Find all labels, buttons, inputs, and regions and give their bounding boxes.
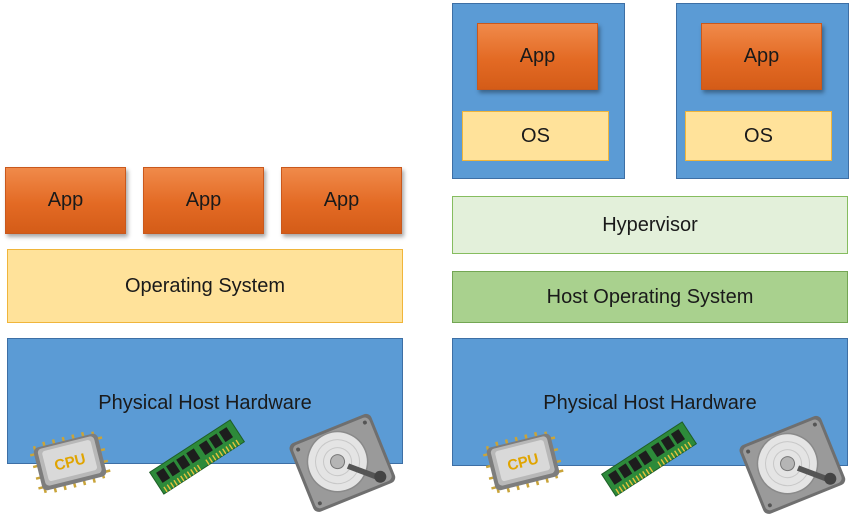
hard-drive-icon [739, 415, 846, 514]
hard-drive-icon [289, 413, 396, 512]
app-label: App [185, 189, 222, 211]
app-label: App [743, 45, 780, 67]
os-label: OS [744, 124, 773, 147]
app-box-left-2: App [143, 167, 264, 234]
app-label: App [47, 189, 84, 211]
host-operating-system-label: Host Operating System [546, 285, 754, 308]
app-label: App [519, 45, 556, 67]
vm-app-box-2: App [701, 23, 822, 90]
operating-system-label: Operating System [124, 274, 286, 297]
vm-os-box-1: OS [462, 111, 609, 161]
vm-app-box-1: App [477, 23, 598, 90]
operating-system-box: Operating System [7, 249, 403, 323]
hypervisor-box: Hypervisor [452, 196, 848, 254]
cpu-chip-icon: CPU [29, 431, 111, 494]
ram-module-icon [600, 421, 698, 497]
physical-hardware-label: Physical Host Hardware [98, 392, 312, 414]
app-box-left-1: App [5, 167, 126, 234]
hypervisor-label: Hypervisor [602, 213, 698, 236]
app-box-left-3: App [281, 167, 402, 234]
cpu-chip-icon: CPU [482, 431, 564, 494]
physical-hardware-label: Physical Host Hardware [543, 392, 757, 414]
ram-module-icon [148, 419, 246, 495]
vm-os-box-2: OS [685, 111, 832, 161]
app-label: App [323, 189, 360, 211]
host-operating-system-box: Host Operating System [452, 271, 848, 323]
os-label: OS [521, 124, 550, 147]
